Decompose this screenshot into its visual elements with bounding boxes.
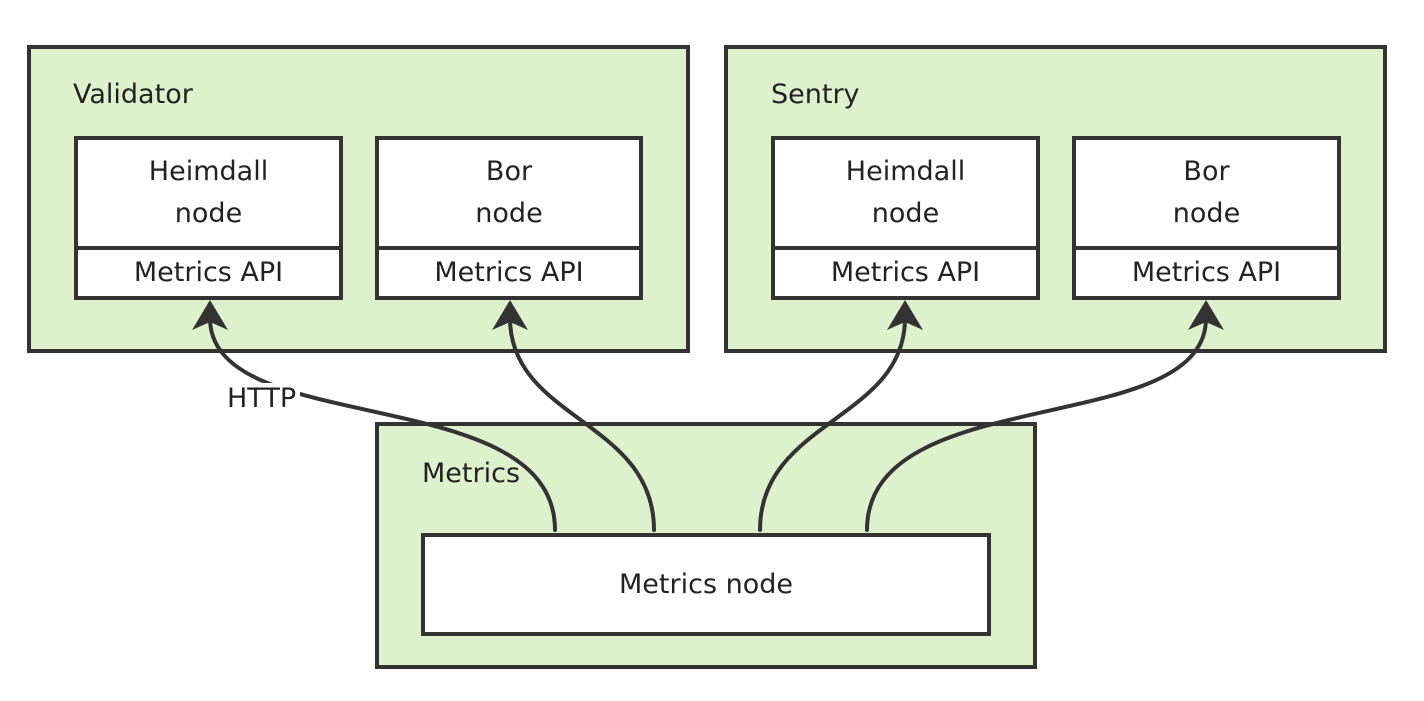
metrics-title: Metrics bbox=[422, 458, 521, 489]
sentry-bor-name: Bor node bbox=[1076, 140, 1337, 250]
validator-heimdall-name-line1: Heimdall bbox=[148, 156, 269, 187]
sentry-heimdall-metrics-api: Metrics API bbox=[830, 256, 981, 288]
sentry-bor-node: Bor node Metrics API bbox=[1072, 136, 1341, 300]
sentry-bor-name-line2: node bbox=[1172, 198, 1241, 229]
sentry-heimdall-name-line2: node bbox=[871, 198, 940, 229]
validator-heimdall-name-line2: node bbox=[174, 198, 243, 229]
validator-heimdall-name: Heimdall node bbox=[78, 140, 339, 250]
validator-bor-node: Bor node Metrics API bbox=[375, 136, 643, 300]
sentry-bor-name-line1: Bor bbox=[1183, 156, 1230, 187]
sentry-heimdall-node: Heimdall node Metrics API bbox=[771, 136, 1040, 300]
metrics-node: Metrics node bbox=[421, 533, 991, 636]
validator-bor-metrics-api: Metrics API bbox=[434, 256, 584, 288]
sentry-bor-metrics-api: Metrics API bbox=[1131, 256, 1282, 288]
validator-title: Validator bbox=[73, 79, 193, 110]
sentry-title: Sentry bbox=[771, 79, 860, 110]
sentry-heimdall-name-line1: Heimdall bbox=[845, 156, 966, 187]
validator-heimdall-node: Heimdall node Metrics API bbox=[74, 136, 343, 300]
validator-bor-name: Bor node bbox=[379, 140, 639, 250]
http-edge-label: HTTP bbox=[223, 383, 301, 414]
validator-bor-name-line1: Bor bbox=[485, 156, 533, 187]
sentry-heimdall-name: Heimdall node bbox=[775, 140, 1036, 250]
validator-heimdall-metrics-api: Metrics API bbox=[133, 256, 284, 288]
validator-bor-name-line2: node bbox=[475, 198, 543, 229]
